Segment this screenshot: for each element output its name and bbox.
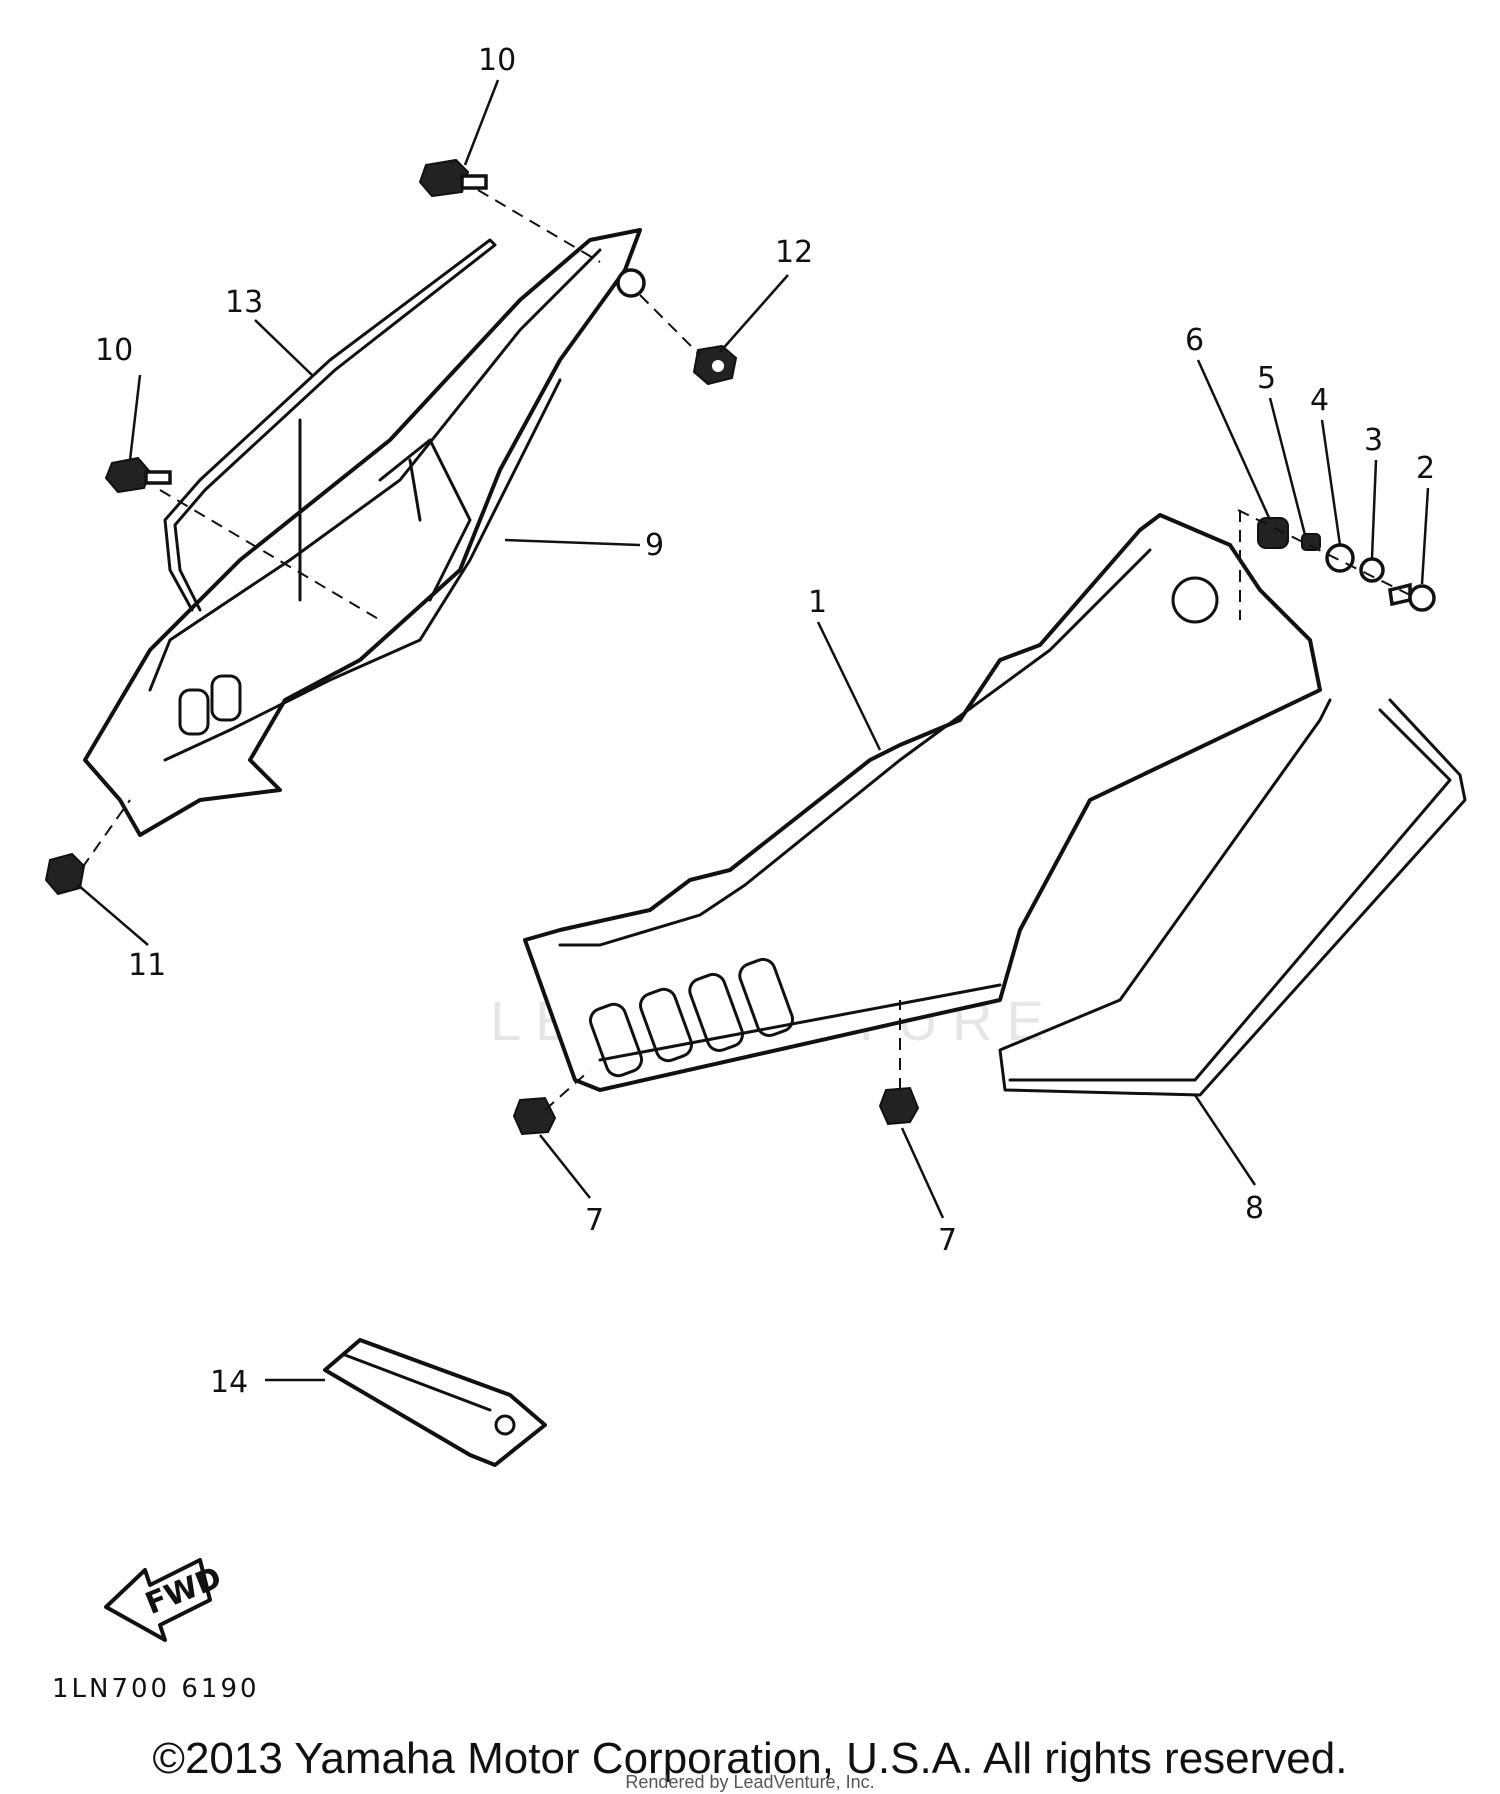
callout-6: 6 bbox=[1185, 323, 1204, 358]
callout-13: 13 bbox=[225, 285, 263, 320]
callout-7-right: 7 bbox=[938, 1223, 957, 1258]
left-side-cover bbox=[83, 228, 646, 837]
emblem-plate-14 bbox=[323, 1338, 547, 1467]
drawing-code: 1LN700 6190 bbox=[52, 1674, 260, 1704]
callout-11: 11 bbox=[128, 948, 166, 983]
nut-12 bbox=[692, 344, 738, 386]
callout-9: 9 bbox=[645, 528, 664, 563]
callout-5: 5 bbox=[1257, 361, 1276, 396]
callout-2: 2 bbox=[1416, 451, 1435, 486]
left-trim-strip bbox=[163, 238, 497, 612]
damper-6 bbox=[1257, 517, 1289, 549]
fwd-arrow: FWD bbox=[104, 1558, 227, 1642]
screw-2 bbox=[1388, 582, 1436, 612]
screw-10-top bbox=[418, 158, 488, 198]
callout-10-top: 10 bbox=[478, 43, 516, 78]
callout-7-left: 7 bbox=[585, 1203, 604, 1238]
callout-14: 14 bbox=[210, 1365, 248, 1400]
screw-10-left bbox=[104, 456, 172, 494]
washer-3 bbox=[1359, 557, 1385, 583]
rendered-by-notice: Rendered by LeadVenture, Inc. bbox=[625, 1772, 875, 1792]
callout-4: 4 bbox=[1310, 383, 1329, 418]
grommet-7-right bbox=[878, 1086, 920, 1126]
callout-3: 3 bbox=[1364, 423, 1383, 458]
collar-5 bbox=[1301, 533, 1321, 551]
grommet-7-left bbox=[512, 1096, 557, 1136]
right-side-cover bbox=[523, 513, 1322, 1092]
right-trim-strip bbox=[998, 698, 1467, 1097]
callout-1: 1 bbox=[808, 585, 827, 620]
callout-10-left: 10 bbox=[95, 333, 133, 368]
copyright-notice: ©2013 Yamaha Motor Corporation, U.S.A. A… bbox=[152, 1734, 1348, 1783]
grommet-11 bbox=[44, 852, 86, 896]
callout-12: 12 bbox=[775, 235, 813, 270]
washer-4 bbox=[1325, 543, 1355, 573]
callout-8: 8 bbox=[1245, 1191, 1264, 1226]
